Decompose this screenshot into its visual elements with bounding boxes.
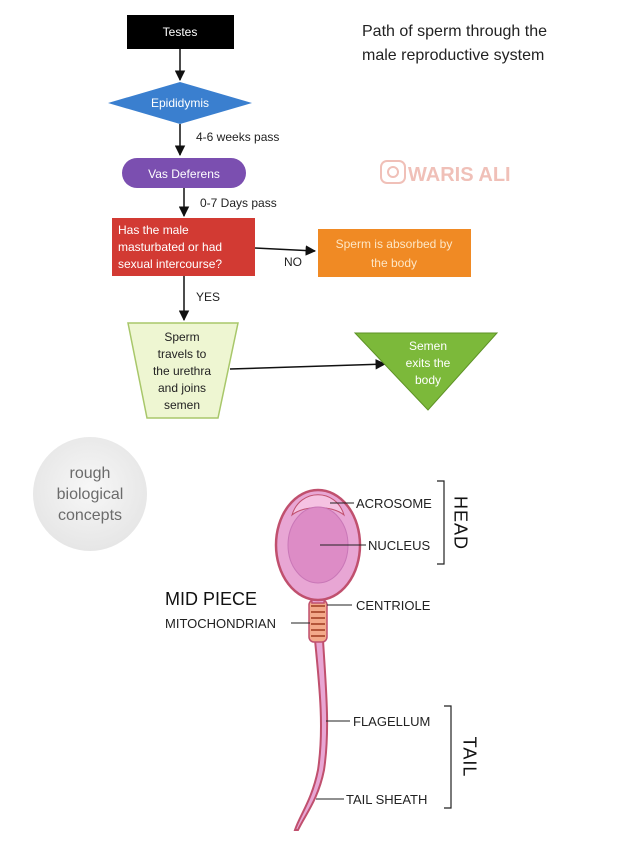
sperm-travels-line-5: semen: [164, 398, 200, 412]
vas-deferens-label: Vas Deferens: [148, 167, 220, 181]
sperm-travels-line-4: and joins: [158, 381, 206, 395]
yes-label: YES: [196, 290, 220, 304]
arrow-sperm-semen: [229, 359, 387, 370]
absorbed-line-1: Sperm is absorbed by: [336, 237, 453, 251]
vas-deferens-pill: [122, 158, 246, 188]
semen-exits-line-2: exits the: [406, 356, 451, 370]
badge-line-1: rough: [70, 465, 111, 482]
decision-line-3: sexual intercourse?: [118, 257, 222, 271]
sperm-cell-illustration: [274, 488, 362, 831]
epididymis-diamond: [108, 82, 252, 124]
label-mitochondrian: MITOCHONDRIAN: [165, 616, 276, 631]
edge-label-0-7-days: 0-7 Days pass: [200, 196, 277, 210]
label-acrosome: ACROSOME: [356, 496, 432, 511]
edge-label-4-6-weeks: 4-6 weeks pass: [196, 130, 279, 144]
sperm-tail: [293, 639, 329, 831]
epididymis-label: Epididymis: [151, 96, 209, 110]
label-nucleus: NUCLEUS: [368, 538, 430, 553]
label-centriole: CENTRIOLE: [356, 598, 431, 613]
absorbed-line-2: the body: [371, 256, 417, 270]
semen-exits-line-3: body: [415, 373, 441, 387]
testes-box: [127, 15, 234, 49]
watermark-text: WARIS ALI: [408, 164, 511, 186]
absorbed-box: [318, 229, 471, 277]
sperm-travels-box: [127, 322, 239, 419]
no-label: NO: [284, 255, 302, 269]
tail-bracket: [444, 705, 452, 809]
title-line-2: male reproductive system: [362, 47, 544, 64]
mitochondria-coil: [311, 605, 325, 637]
semen-exits-line-1: Semen: [409, 339, 447, 353]
title-line-1: Path of sperm through the: [362, 23, 547, 40]
decision-box: [112, 218, 255, 276]
head-bracket: [437, 480, 445, 565]
decision-line-2: masturbated or had: [118, 240, 222, 254]
label-head: HEAD: [450, 496, 470, 550]
label-flagellum: FLAGELLUM: [353, 714, 430, 729]
sperm-travels-line-1: Sperm: [164, 330, 199, 344]
arrow-decision-absorbed: [254, 245, 317, 256]
label-mid-piece: MID PIECE: [165, 589, 257, 609]
sperm-travels-line-2: travels to: [158, 347, 207, 361]
badge-line-2: biological: [57, 486, 124, 503]
badge-line-3: concepts: [58, 507, 122, 524]
watermark-camera-icon: [380, 160, 406, 184]
semen-exits-triangle: [353, 332, 499, 411]
label-tail: TAIL: [459, 737, 479, 778]
label-tail-sheath: TAIL SHEATH: [346, 792, 427, 807]
decision-line-1: Has the male: [118, 223, 189, 237]
sperm-travels-line-3: the urethra: [153, 364, 211, 378]
badge-circle: [33, 437, 147, 551]
watermark: WARIS ALI: [380, 160, 511, 186]
testes-label: Testes: [163, 25, 198, 39]
